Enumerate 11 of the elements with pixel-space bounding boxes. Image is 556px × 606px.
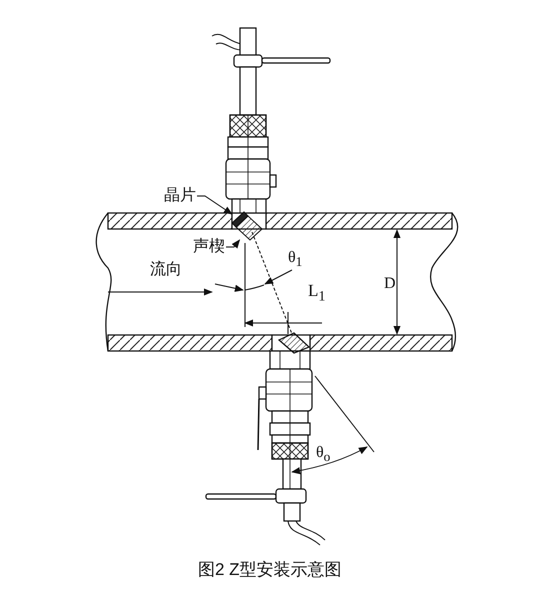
leader-line [196, 196, 233, 215]
leader-line [226, 239, 240, 249]
figure-caption: 图2 Z型安装示意图 [198, 561, 342, 578]
part-label: 声楔 [193, 239, 225, 255]
dimension-label: θ$_{o}$ [316, 445, 330, 464]
flow-direction-label: 流向 [150, 262, 182, 278]
dimension-label: D [384, 276, 396, 292]
dimension-label: L$_{1}$ [308, 282, 326, 304]
dimension-label: θ$_{1}$ [288, 250, 302, 269]
part-label: 晶片 [164, 188, 196, 204]
sound-wedge [235, 215, 263, 241]
